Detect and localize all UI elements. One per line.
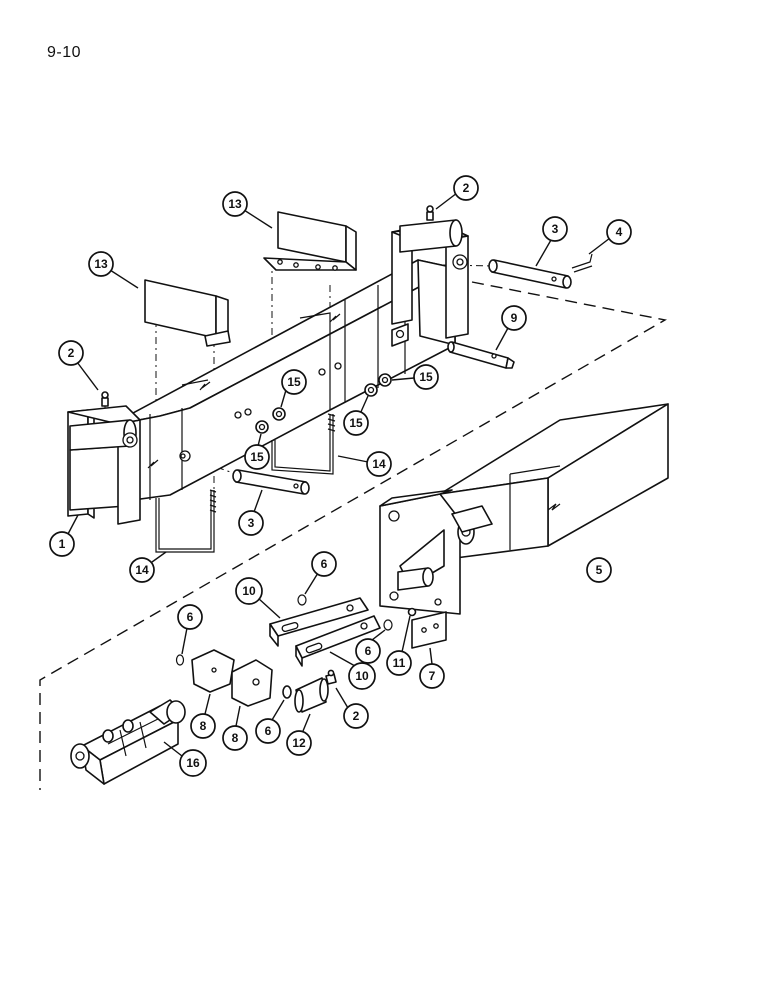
- grease-fitting-pin12: [325, 669, 337, 685]
- callout-12: 12: [286, 713, 312, 756]
- right-end-clevis: [391, 219, 469, 339]
- callout-2-lower: 2: [335, 687, 369, 729]
- callout-3-top: 3: [535, 216, 568, 267]
- callout-6-lower: 6: [255, 699, 285, 744]
- callout-8-left: 8: [190, 693, 216, 739]
- callout-8-right: 8: [222, 705, 248, 751]
- callout-13-right: 13: [222, 191, 273, 229]
- callout-16-label: 16: [186, 756, 200, 770]
- callout-9-label: 9: [511, 311, 518, 325]
- callout-1: 1: [49, 514, 79, 557]
- callout-4: 4: [588, 219, 632, 255]
- plate-8-right: [231, 659, 273, 707]
- callout-10-lower: 10: [329, 651, 376, 690]
- callout-15-d-label: 15: [250, 450, 264, 464]
- callout-13-left-label: 13: [94, 257, 108, 271]
- callout-7: 7: [419, 647, 445, 689]
- callout-4-label: 4: [616, 225, 623, 239]
- callout-10-top: 10: [235, 577, 281, 619]
- callout-14-left: 14: [129, 551, 167, 583]
- callout-11-label: 11: [393, 656, 406, 670]
- callout-3-lower-label: 3: [248, 516, 255, 530]
- callout-1-label: 1: [59, 537, 66, 551]
- callout-8-right-label: 8: [232, 731, 239, 745]
- callout-15-a-label: 15: [287, 375, 301, 389]
- callout-14-right: 14: [337, 451, 392, 477]
- pin-9: [447, 341, 515, 369]
- pin-12: [294, 677, 329, 713]
- callout-5: 5: [586, 557, 612, 583]
- left-end-clevis: [67, 405, 141, 525]
- u-bolt-left: [155, 489, 217, 553]
- callout-12-label: 12: [292, 736, 306, 750]
- callout-6-left-label: 6: [187, 610, 194, 624]
- callout-6-mid-label: 6: [365, 644, 372, 658]
- pin-upper: [488, 259, 572, 289]
- callout-15-b-label: 15: [419, 370, 433, 384]
- callout-6-top-label: 6: [321, 557, 328, 571]
- callout-10-lower-label: 10: [355, 669, 369, 683]
- callout-15-c: 15: [343, 395, 369, 436]
- callout-16: 16: [163, 741, 207, 777]
- callout-15-a: 15: [280, 369, 307, 408]
- bracket-plate-right: [263, 211, 357, 271]
- callout-13-left: 13: [88, 251, 139, 289]
- lynch-pin: [571, 253, 593, 273]
- callout-2-top: 2: [435, 175, 479, 210]
- hex-nuts: [255, 373, 392, 434]
- callout-6-mid: 6: [355, 629, 386, 664]
- callout-13-right-label: 13: [228, 197, 242, 211]
- link-bar-upper: [269, 597, 369, 647]
- grease-fittings: [101, 205, 434, 407]
- callout-15-c-label: 15: [349, 416, 363, 430]
- fitting-11: [407, 607, 417, 617]
- u-bolt-right: [271, 413, 336, 475]
- outer-tube-assembly: [379, 403, 669, 615]
- callout-6-top: 6: [304, 551, 337, 595]
- page-number: 9-10: [47, 44, 82, 61]
- assembly-boundary-line: [39, 281, 667, 790]
- callout-9: 9: [495, 305, 527, 351]
- bracket-plate-left: [144, 279, 231, 347]
- callout-14-left-label: 14: [135, 563, 149, 577]
- snap-rings: [175, 594, 393, 699]
- callout-6-left: 6: [177, 604, 203, 655]
- pin-lower: [232, 469, 310, 495]
- callout-5-label: 5: [596, 563, 603, 577]
- callout-11: 11: [386, 615, 412, 676]
- callout-10-top-label: 10: [242, 584, 256, 598]
- hydraulic-cylinder: [70, 699, 186, 785]
- callout-2-lower-label: 2: [353, 709, 360, 723]
- callout-8-left-label: 8: [200, 719, 207, 733]
- callout-15-d: 15: [244, 433, 270, 470]
- callout-2-left: 2: [58, 340, 99, 391]
- callout-3-top-label: 3: [552, 222, 559, 236]
- callout-7-label: 7: [429, 669, 436, 683]
- callout-3-lower: 3: [238, 489, 264, 536]
- callout-2-top-label: 2: [463, 181, 470, 195]
- plate-8-left: [191, 649, 235, 693]
- callout-2-left-label: 2: [68, 346, 75, 360]
- callout-14-right-label: 14: [372, 457, 386, 471]
- callout-6-lower-label: 6: [265, 724, 272, 738]
- wear-plate-7: [411, 611, 447, 649]
- callout-15-b: 15: [391, 364, 439, 390]
- link-bar-lower: [295, 615, 381, 667]
